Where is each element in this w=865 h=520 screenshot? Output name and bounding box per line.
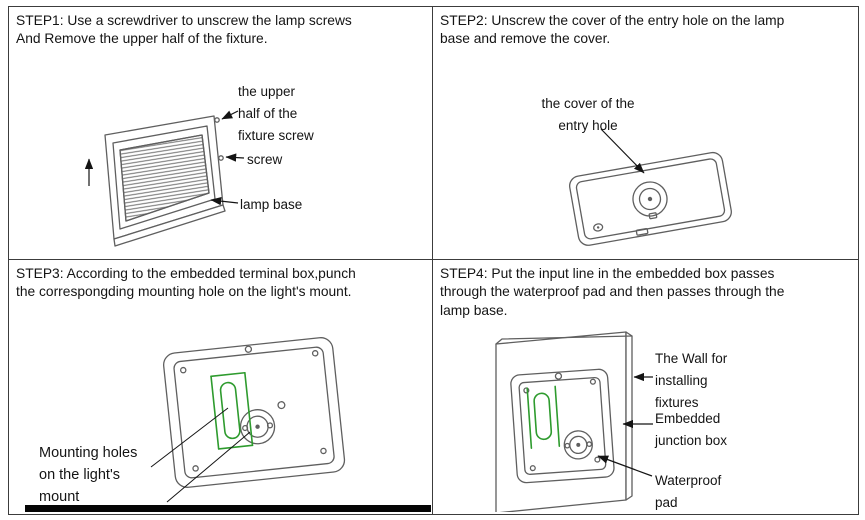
step1-arrows — [84, 110, 245, 206]
wall-mount-drawing — [495, 331, 653, 512]
mounting-slot — [210, 371, 254, 450]
step2-instruction: STEP2: Unscrew the cover of the entry ho… — [440, 13, 785, 47]
junction-box — [526, 385, 561, 449]
waterproof-pad-label: Waterproof pad — [655, 473, 722, 510]
upper-half-label: the upper half of the fixture screw — [238, 84, 314, 143]
lamp-base-drawing — [569, 128, 732, 246]
step2-panel: the cover of the entry hole STEP2: Unscr… — [433, 7, 858, 260]
step1-instruction: STEP1: Use a screwdriver to unscrew the … — [16, 13, 352, 47]
scan-artifact-bar — [25, 505, 431, 512]
embedded-plate — [510, 368, 615, 484]
step3-figure: Mounting holes on the light's mount — [9, 260, 432, 514]
step4-instruction: STEP4: Put the input line in the embedde… — [440, 266, 785, 318]
light-mount-drawing — [150, 337, 346, 503]
step3-instruction: STEP3: According to the embedded termina… — [16, 266, 356, 300]
step4-figure: The Wall for installing fixtures Embedde… — [433, 260, 858, 514]
step4-panel: The Wall for installing fixtures Embedde… — [433, 260, 858, 514]
mounting-holes-label: Mounting holes on the light's mount — [39, 445, 138, 505]
lamp-base-body — [569, 151, 732, 246]
junction-box-label: Embedded junction box — [655, 411, 728, 448]
step3-pointer-lines — [150, 407, 251, 503]
step3-panel: Mounting holes on the light's mount STEP… — [9, 260, 433, 514]
step1-figure: the upper half of the fixture screw scre… — [9, 7, 432, 259]
step4-arrows — [597, 372, 653, 477]
step2-arrow — [600, 128, 645, 174]
step2-figure: the cover of the entry hole — [433, 7, 858, 259]
fixture-drawing — [84, 110, 245, 247]
mount-plate — [163, 337, 346, 488]
steps-grid: the upper half of the fixture screw scre… — [8, 6, 859, 515]
screw-label: screw — [247, 152, 283, 167]
entry-hole-cover-label: the cover of the entry hole — [541, 96, 635, 133]
lamp-base-label: lamp base — [240, 197, 303, 212]
fixture-body — [104, 115, 226, 247]
step1-panel: the upper half of the fixture screw scre… — [9, 7, 433, 260]
wall-label: The Wall for installing fixtures — [655, 351, 728, 410]
